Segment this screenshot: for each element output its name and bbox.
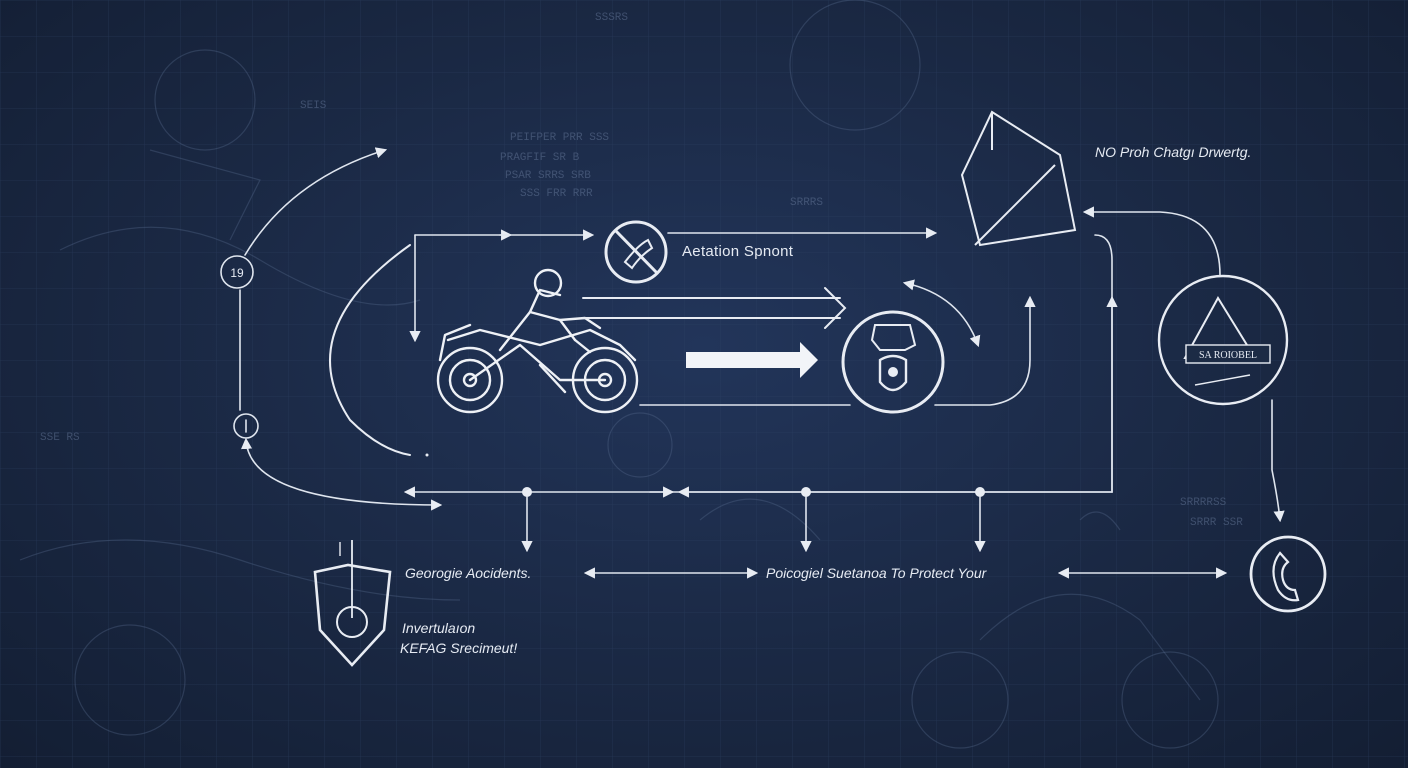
right-flow — [649, 206, 1285, 523]
top-flow — [409, 227, 938, 343]
label-georgie-accidents: Georogie Aocidents. — [405, 565, 531, 581]
background-sketches: PEIFPER PRR SSS PRAGFIF SR B PSAR SRRS S… — [19, 0, 1243, 749]
phone-call-icon — [1249, 535, 1327, 613]
left-arc — [329, 244, 411, 456]
motorcyclist-icon — [436, 268, 639, 414]
triangle-badge-label: SA ROIOBEL — [1199, 350, 1257, 361]
diamond-kite-icon — [960, 110, 1077, 247]
label-investigation-line2: KEFAG Srecimeut! — [400, 640, 517, 656]
no-phone-icon — [604, 220, 668, 284]
speed-arrows — [582, 287, 851, 406]
label-no-prohibited: NO Proh Chatgı Drwertg. — [1095, 144, 1251, 160]
bottom-flow — [403, 486, 1228, 579]
svg-text:SEIS: SEIS — [300, 100, 327, 112]
svg-text:SSS FRR RRR: SSS FRR RRR — [520, 188, 593, 200]
svg-text:PSAR SRRS SRB: PSAR SRRS SRB — [505, 170, 591, 182]
label-protect-your: Poicogiel Suetanoa To Protect Your — [766, 565, 988, 581]
svg-text:SSE RS: SSE RS — [40, 432, 80, 444]
label-investigation-line1: Invertulaıon — [402, 620, 475, 636]
svg-text:PEIFPER PRR SSS: PEIFPER PRR SSS — [510, 132, 609, 144]
node-19-label: 19 — [230, 266, 244, 280]
shield-icon — [313, 540, 392, 667]
svg-text:SSSRS: SSSRS — [595, 12, 628, 24]
warning-triangle-icon: SA ROIOBEL — [1157, 274, 1289, 406]
svg-text:PRAGFIF SR B: PRAGFIF SR B — [500, 152, 580, 164]
svg-text:SRRRS: SRRRS — [790, 197, 823, 209]
svg-text:SRRRRSS: SRRRRSS — [1180, 497, 1227, 509]
big-arrow — [686, 342, 818, 378]
label-aviation-sponsor: Aetation Spnont — [682, 243, 794, 260]
svg-text:SRRR SSR: SRRR SSR — [1190, 517, 1243, 529]
left-flow: 19 — [220, 147, 443, 511]
node-19[interactable] — [220, 255, 254, 289]
